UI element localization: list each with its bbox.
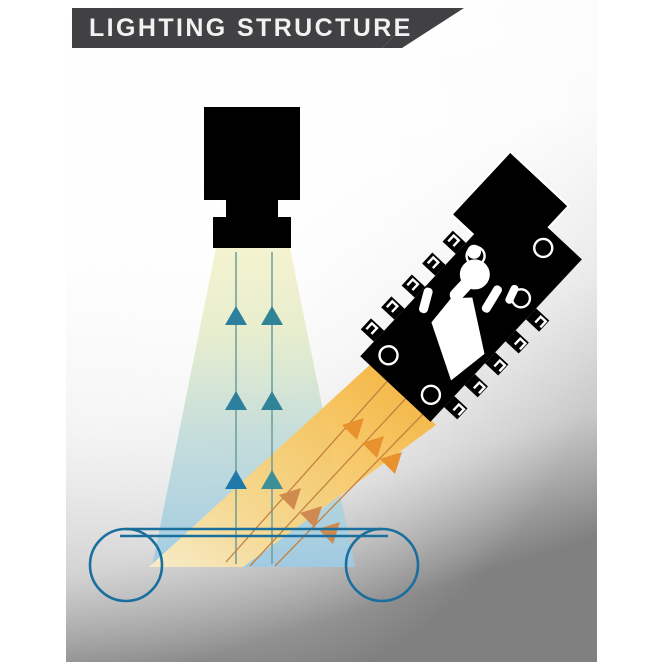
light-arrow-down-left-icon (380, 452, 402, 474)
banner-notch (382, 8, 464, 48)
light-ray-arrowheads (279, 418, 402, 544)
camera-arrow-up-icon (261, 306, 283, 325)
conveyor-belt (88, 527, 420, 603)
camera-arrow-up-icon (225, 306, 247, 325)
light-ray-line (274, 411, 426, 567)
mounting-hole (378, 345, 399, 366)
light-ray-lines (225, 377, 426, 567)
light-fin-slots (365, 233, 548, 416)
light-arrow-down-left-icon (342, 418, 364, 440)
camera-arrow-up-icon (261, 391, 283, 410)
header-banner: LIGHTING STRUCTURE (72, 8, 464, 48)
light-ray-line (249, 395, 409, 567)
page-title: LIGHTING STRUCTURE (89, 14, 413, 42)
camera-neck (226, 200, 278, 217)
mounting-hole (533, 237, 554, 259)
light-arrow-down-left-icon (362, 436, 384, 458)
light-ray-line (225, 377, 391, 563)
light-arrow-down-left-icon (279, 488, 301, 510)
light-heatsink-fins-top (360, 230, 466, 342)
illumination-beam (149, 362, 436, 567)
camera-lens (213, 217, 291, 248)
camera-arrow-up-icon (261, 470, 283, 489)
camera-arrow-up-icon (225, 470, 247, 489)
camera-arrow-up-icon (225, 391, 247, 410)
light-internal-detail-outline (431, 297, 485, 381)
led-bar-light (360, 149, 582, 422)
light-arrow-down-left-icon (318, 522, 340, 544)
camera-body (204, 107, 300, 200)
machine-vision-camera (204, 107, 300, 248)
mounting-hole (420, 384, 442, 406)
banner-shape (72, 8, 402, 48)
camera-ray-arrowheads (225, 306, 283, 489)
light-arrow-down-left-icon (300, 506, 322, 528)
